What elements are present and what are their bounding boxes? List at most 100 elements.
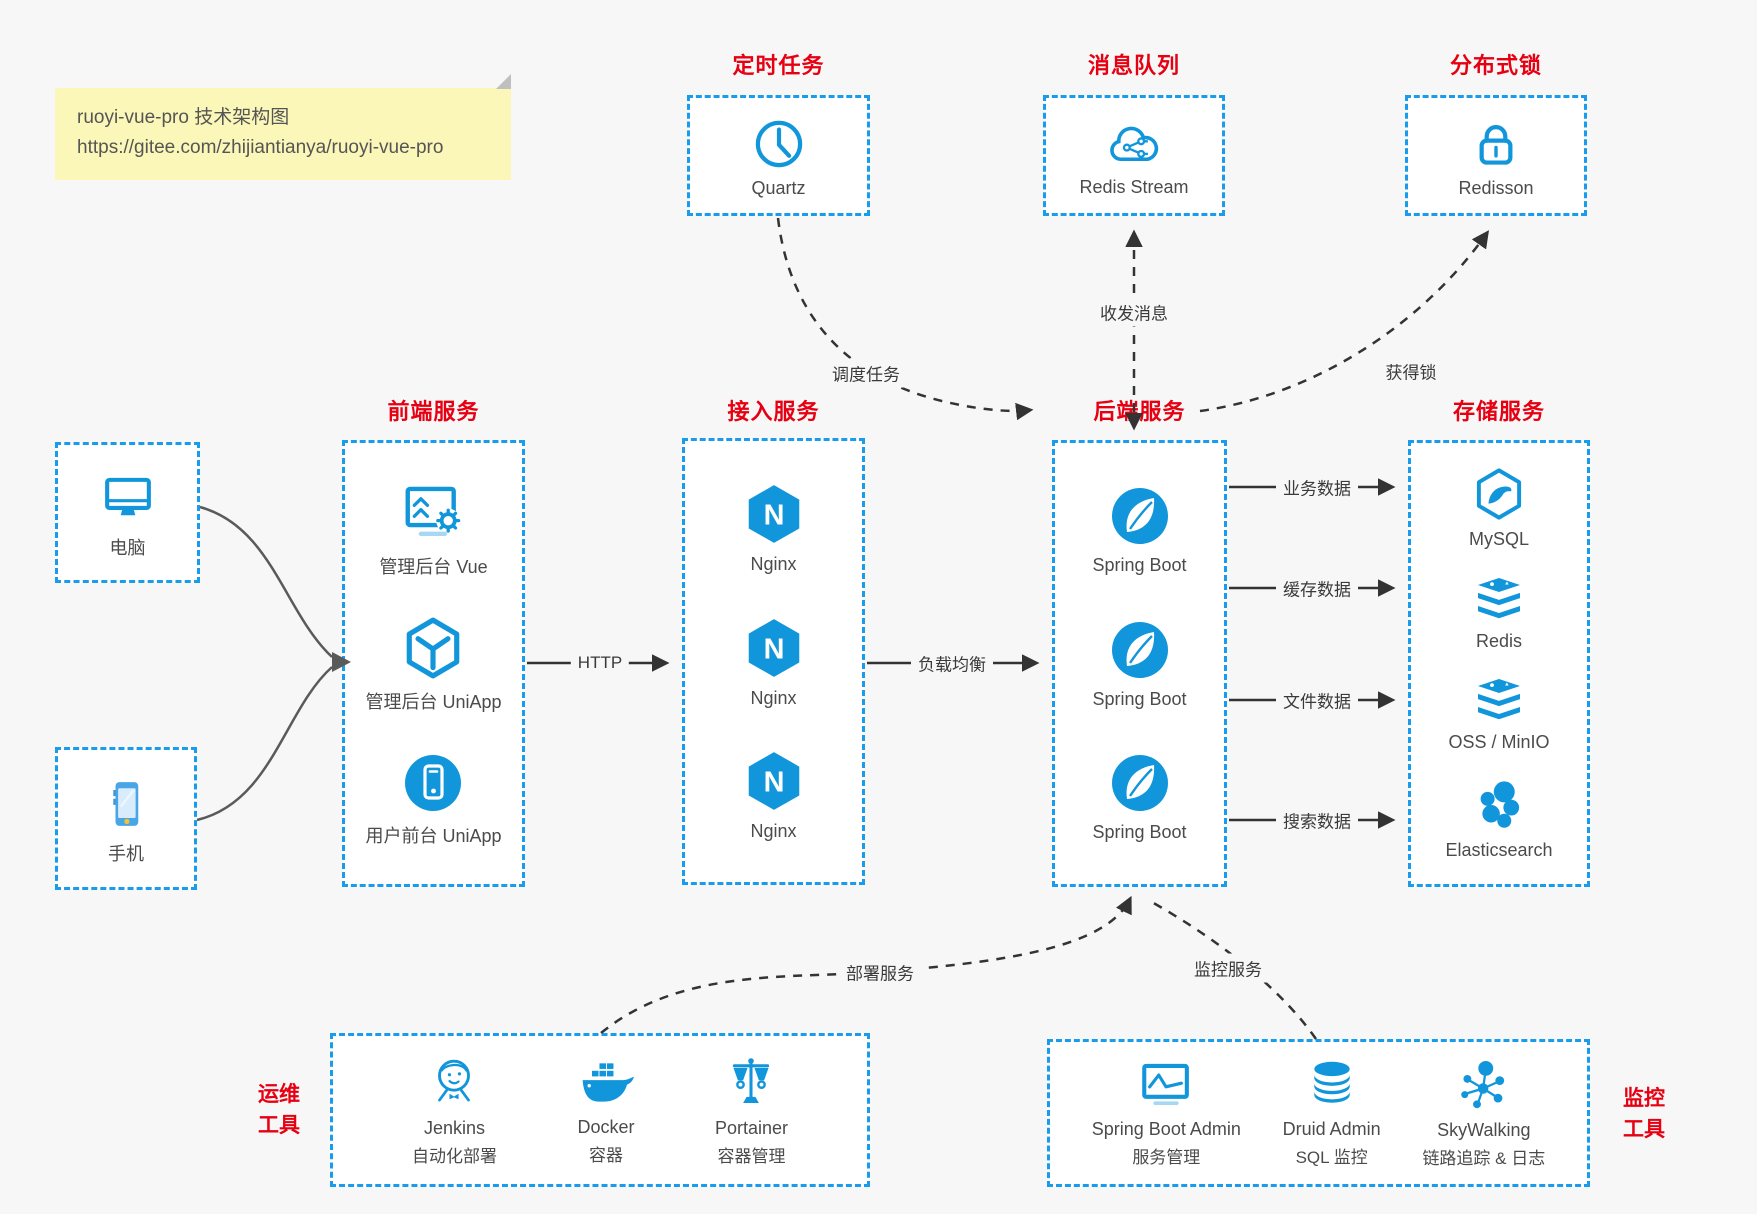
mysql-node: MySQL	[1469, 466, 1529, 550]
redisson-label: Redisson	[1458, 177, 1534, 198]
cloud-stream-icon	[1110, 126, 1159, 161]
spring-boot-admin-desc: 服务管理	[1132, 1148, 1201, 1167]
group-title-scheduled-tasks: 定时任务	[732, 53, 825, 78]
sticky-note: ruoyi-vue-pro 技术架构图 https://gitee.com/zh…	[55, 74, 511, 180]
edge-label-load-balance: 负载均衡	[911, 648, 993, 678]
skywalking-desc: 链路追踪 & 日志	[1422, 1149, 1546, 1168]
client-phone-box: 手机	[55, 747, 197, 890]
druid-admin-node: Druid Admin SQL 监控	[1283, 1058, 1381, 1168]
druid-admin-desc: SQL 监控	[1295, 1148, 1368, 1167]
admin-vue-icon	[405, 486, 460, 536]
svg-text:N: N	[763, 633, 784, 665]
mysql-label: MySQL	[1468, 529, 1529, 550]
ops-tools-box: Jenkins 自动化部署 Docker 容器	[330, 1033, 870, 1187]
desktop-icon	[104, 477, 151, 516]
edge-label-business-data: 业务数据	[1276, 472, 1358, 502]
ops-title-line2: 工具	[258, 1114, 300, 1137]
admin-uniapp-label: 管理后台 UniApp	[365, 692, 502, 712]
edge-label-search-data: 搜索数据	[1276, 805, 1358, 835]
jenkins-desc: 自动化部署	[411, 1147, 497, 1166]
docker-desc: 容器	[588, 1146, 623, 1165]
edge-acquire-lock	[1199, 230, 1490, 413]
note-fold-corner	[496, 74, 511, 89]
edge-phone-to-frontend	[196, 666, 333, 822]
edge-computer-to-frontend	[199, 505, 333, 658]
nginx-label-3: Nginx	[750, 821, 797, 842]
portainer-icon	[733, 1058, 770, 1103]
admin-vue-node: 管理后台 Vue	[379, 480, 488, 579]
redis-stream-node: Redis Stream	[1079, 118, 1189, 198]
clock-icon	[755, 120, 802, 167]
docker-label: Docker	[577, 1117, 635, 1137]
portainer-label: Portainer	[714, 1118, 788, 1138]
elasticsearch-node: Elasticsearch	[1445, 777, 1553, 861]
note-url: https://gitee.com/zhijiantianya/ruoyi-vu…	[77, 137, 444, 158]
group-title-storage: 存储服务	[1452, 399, 1545, 424]
database-icon	[1313, 1061, 1350, 1103]
nginx-icon: N	[748, 752, 799, 811]
redisson-node: Redisson	[1458, 117, 1534, 199]
spring-icon	[1111, 754, 1168, 811]
storage-services-box: MySQL Redis OSS / MinIO	[1408, 440, 1590, 887]
redis-icon	[1478, 577, 1520, 619]
docker-icon	[582, 1063, 634, 1102]
user-uniapp-node: 用户前台 UniApp	[365, 751, 502, 848]
group-title-frontend: 前端服务	[387, 399, 480, 424]
jenkins-node: Jenkins 自动化部署	[412, 1053, 497, 1167]
monitoring-tools-box: Spring Boot Admin 服务管理 Druid Admin SQL 监…	[1047, 1039, 1590, 1187]
skywalking-icon	[1461, 1060, 1504, 1109]
svg-text:N: N	[763, 767, 784, 799]
nginx-node-3: N Nginx	[741, 748, 807, 842]
backend-services-box: Spring Boot Spring Boot Spring Boot	[1052, 440, 1227, 887]
admin-vue-label: 管理后台 Vue	[379, 556, 488, 577]
monitoring-title-line2: 工具	[1623, 1118, 1665, 1141]
phone-label: 手机	[108, 844, 144, 864]
portainer-desc: 容器管理	[717, 1147, 786, 1166]
lock-icon	[1479, 124, 1513, 165]
monitoring-title-line1: 监控	[1623, 1087, 1665, 1110]
distributed-lock-box: Redisson	[1405, 95, 1587, 216]
spring-boot-label-3: Spring Boot	[1092, 821, 1187, 842]
jenkins-label: Jenkins	[423, 1118, 485, 1138]
svg-text:N: N	[763, 499, 784, 531]
smartphone-icon	[113, 782, 139, 826]
redis-stream-label: Redis Stream	[1079, 176, 1189, 197]
edge-label-deploy: 部署服务	[839, 957, 921, 987]
group-title-gateway: 接入服务	[727, 399, 820, 424]
spring-boot-node-2: Spring Boot	[1092, 618, 1187, 710]
mysql-icon	[1476, 468, 1522, 520]
oss-minio-node: OSS / MinIO	[1448, 675, 1550, 753]
nginx-label-1: Nginx	[750, 553, 797, 574]
monitoring-tools-title: 监控 工具	[1602, 1083, 1686, 1145]
scheduled-tasks-box: Quartz	[687, 95, 870, 216]
computer-node: 电脑	[99, 469, 157, 560]
spring-boot-node-3: Spring Boot	[1092, 751, 1187, 843]
user-uniapp-label: 用户前台 UniApp	[365, 825, 502, 846]
edge-label-monitor: 监控服务	[1187, 953, 1269, 983]
nginx-node-1: N Nginx	[741, 481, 807, 575]
elasticsearch-icon	[1480, 780, 1520, 828]
oss-minio-label: OSS / MinIO	[1448, 732, 1550, 753]
note-title: ruoyi-vue-pro 技术架构图	[77, 107, 290, 128]
nginx-icon: N	[748, 484, 799, 543]
user-uniapp-icon	[405, 754, 462, 811]
spring-boot-label-1: Spring Boot	[1092, 555, 1187, 576]
spring-icon	[1111, 488, 1168, 545]
elasticsearch-label: Elasticsearch	[1445, 839, 1553, 860]
nginx-label-2: Nginx	[750, 687, 797, 708]
group-title-backend: 后端服务	[1093, 399, 1186, 424]
nginx-icon: N	[748, 618, 799, 677]
group-title-message-queue: 消息队列	[1087, 53, 1180, 78]
ops-tools-title: 运维 工具	[240, 1079, 318, 1141]
admin-uniapp-node: 管理后台 UniApp	[365, 615, 502, 714]
jenkins-icon	[438, 1059, 471, 1102]
client-computer-box: 电脑	[55, 442, 200, 583]
redis-node: Redis	[1471, 574, 1527, 652]
message-queue-box: Redis Stream	[1043, 95, 1225, 216]
nginx-node-2: N Nginx	[741, 615, 807, 709]
edge-label-file-data: 文件数据	[1276, 685, 1358, 715]
edge-label-schedule: 调度任务	[825, 358, 907, 388]
docker-node: Docker 容器	[576, 1054, 636, 1166]
spring-boot-admin-node: Spring Boot Admin 服务管理	[1092, 1058, 1241, 1168]
